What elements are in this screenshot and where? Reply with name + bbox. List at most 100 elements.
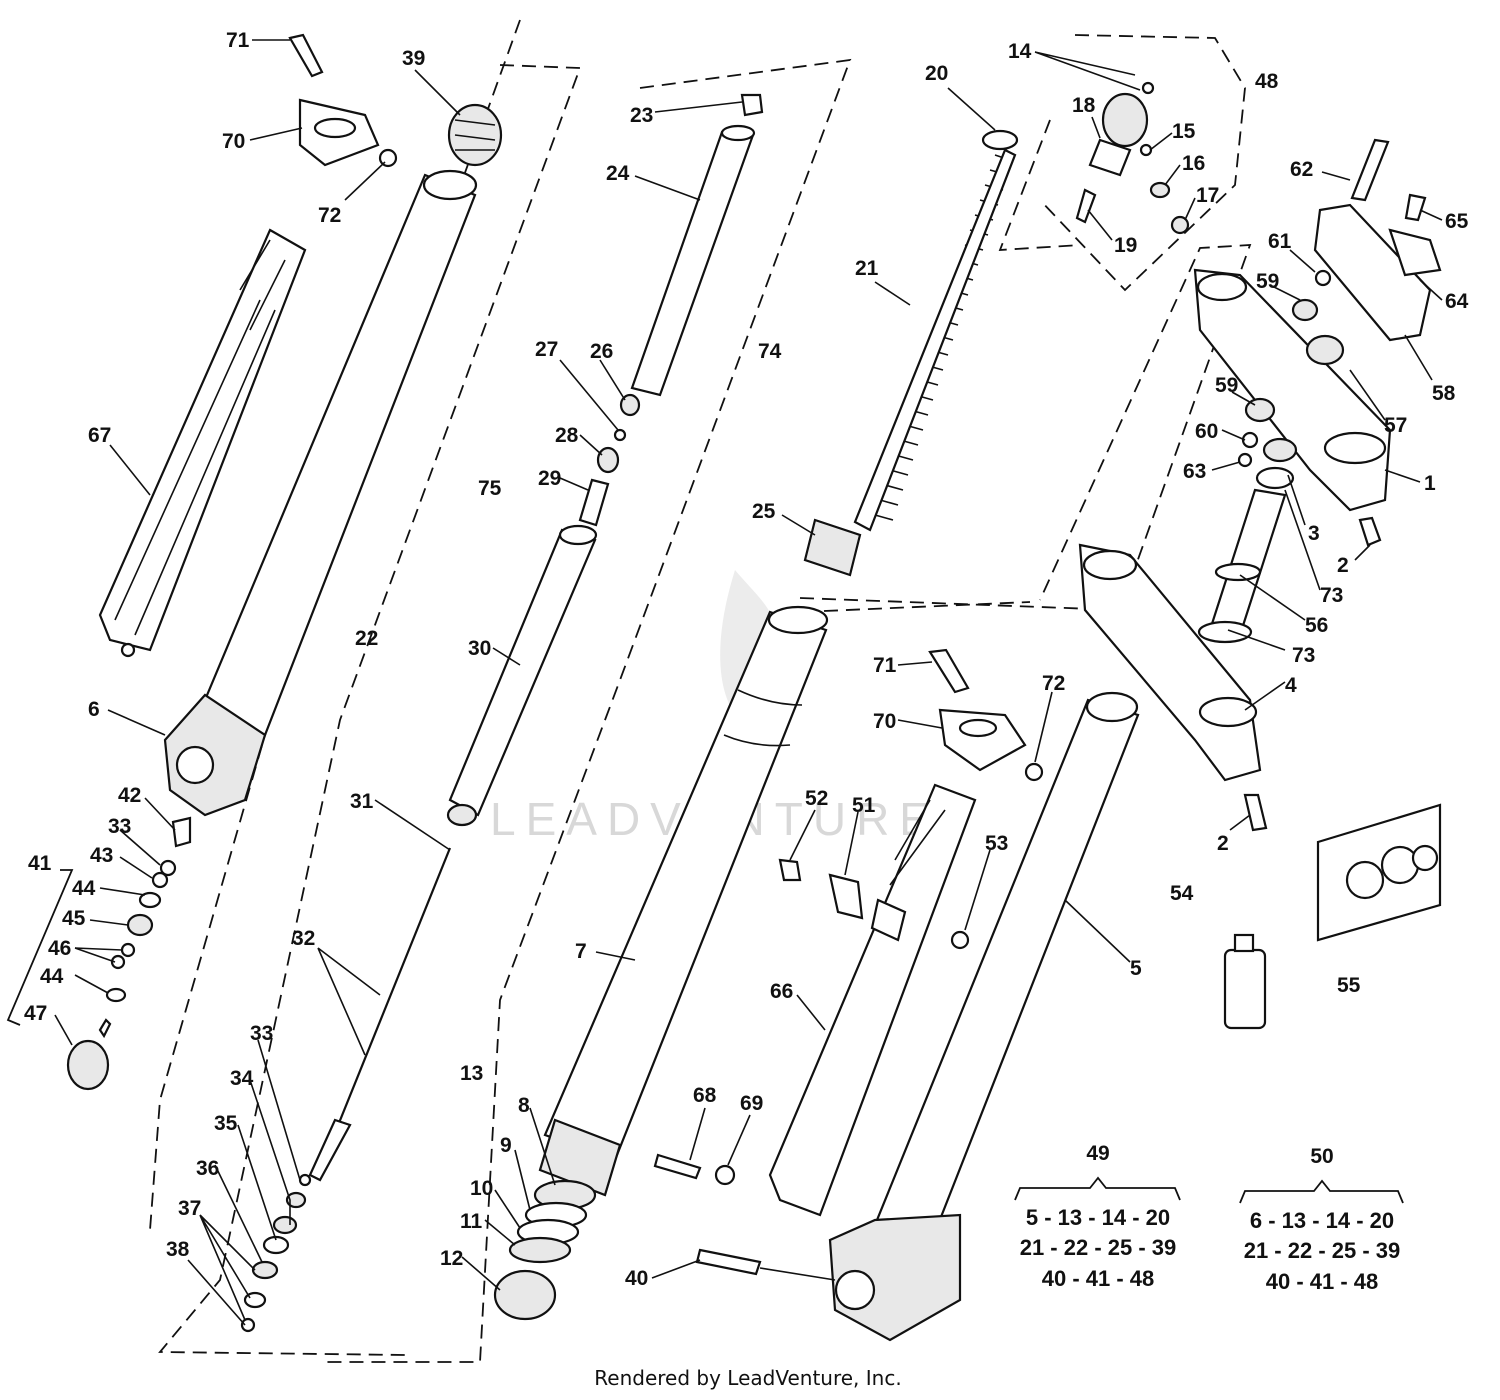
callout-72: 72: [318, 204, 341, 227]
callout-67: 67: [88, 424, 111, 447]
callout-66: 66: [770, 980, 793, 1003]
left-cap-39: [447, 103, 503, 167]
callout-18: 18: [1072, 94, 1096, 117]
callout-32: 32: [292, 927, 315, 950]
callout-47: 47: [24, 1002, 47, 1025]
callout-4: 4: [1285, 674, 1297, 697]
callout-13: 13: [460, 1062, 483, 1085]
callout-75: 75: [478, 477, 502, 500]
callout-40: 40: [625, 1267, 648, 1290]
right-fork-guard: [768, 783, 977, 1217]
callout-72b: 72: [1042, 672, 1065, 695]
callout-37: 37: [178, 1197, 201, 1220]
right-lower-leg: [828, 691, 1140, 1342]
callout-44: 44: [72, 877, 96, 900]
callout-labels: 71 70 72 39 67 6 42 33 43 44 45 46 44 47…: [24, 29, 1469, 1290]
decal-sheet: [1316, 803, 1442, 942]
callout-56: 56: [1305, 614, 1328, 637]
fork-spring: [803, 129, 1019, 577]
callout-9: 9: [500, 1134, 512, 1157]
kit-49: 49 5 - 13 - 14 - 20 21 - 22 - 25 - 39 40…: [1014, 1142, 1181, 1291]
callout-73: 73: [1320, 584, 1343, 607]
callout-1: 1: [1424, 472, 1436, 495]
fork-cap-assembly: [1075, 81, 1190, 235]
callout-60: 60: [1195, 420, 1218, 443]
callout-73b: 73: [1292, 644, 1315, 667]
callout-59: 59: [1256, 270, 1279, 293]
callout-8: 8: [518, 1094, 530, 1117]
callout-29: 29: [538, 467, 561, 490]
callout-21: 21: [855, 257, 879, 280]
callout-42: 42: [118, 784, 141, 807]
callout-55: 55: [1337, 974, 1361, 997]
callout-74: 74: [758, 340, 782, 363]
callout-54: 54: [1170, 882, 1194, 905]
kit-49-line-2: 21 - 22 - 25 - 39: [1020, 1235, 1177, 1260]
callout-61: 61: [1268, 230, 1292, 253]
callout-27: 27: [535, 338, 558, 361]
callout-39: 39: [402, 47, 425, 70]
kit-50-number: 50: [1310, 1145, 1333, 1168]
callout-2: 2: [1337, 554, 1349, 577]
callout-11: 11: [460, 1210, 483, 1233]
callout-70b: 70: [873, 710, 896, 733]
callout-5: 5: [1130, 957, 1142, 980]
left-adjuster-stack: [6, 816, 192, 1091]
callout-63: 63: [1183, 460, 1206, 483]
callout-34: 34: [230, 1067, 254, 1090]
callout-53: 53: [985, 832, 1008, 855]
right-axle-clamp: [928, 648, 1044, 782]
steering-stem: [1197, 397, 1382, 644]
callout-3: 3: [1308, 522, 1320, 545]
callout-25: 25: [752, 500, 776, 523]
callout-45: 45: [62, 907, 86, 930]
callout-16: 16: [1182, 152, 1205, 175]
callout-6: 6: [88, 698, 100, 721]
callout-35: 35: [214, 1112, 238, 1135]
callout-36: 36: [196, 1157, 219, 1180]
callout-52: 52: [805, 787, 828, 810]
callout-15: 15: [1172, 120, 1196, 143]
kit-49-line-1: 5 - 13 - 14 - 20: [1026, 1205, 1170, 1230]
callout-57: 57: [1384, 414, 1407, 437]
callout-58: 58: [1432, 382, 1456, 405]
callout-70: 70: [222, 130, 245, 153]
callout-51: 51: [852, 794, 876, 817]
callout-46: 46: [48, 937, 71, 960]
kit-50-line-3: 40 - 41 - 48: [1266, 1269, 1379, 1294]
callout-23: 23: [630, 104, 653, 127]
fork-oil-bottle: [1223, 933, 1267, 1030]
callout-64: 64: [1445, 290, 1469, 313]
callout-31: 31: [350, 790, 374, 813]
upper-triple-clamp: [1193, 268, 1392, 512]
callout-28: 28: [555, 424, 579, 447]
kit-50: 50 6 - 13 - 14 - 20 21 - 22 - 25 - 39 40…: [1239, 1145, 1404, 1294]
render-credit: Rendered by LeadVenture, Inc.: [594, 1366, 901, 1390]
callout-33b: 33: [250, 1022, 273, 1045]
callout-14: 14: [1008, 40, 1032, 63]
callout-69: 69: [740, 1092, 763, 1115]
callout-12: 12: [440, 1247, 463, 1270]
left-fork-guard: [98, 228, 307, 658]
callout-62: 62: [1290, 158, 1313, 181]
callout-33: 33: [108, 815, 131, 838]
bolts-68-69-40: [653, 1153, 762, 1276]
callout-2b: 2: [1217, 832, 1229, 855]
kit-49-line-3: 40 - 41 - 48: [1042, 1266, 1155, 1291]
callout-43: 43: [90, 844, 113, 867]
inner-tube-7: [538, 605, 829, 1197]
callout-24: 24: [606, 162, 630, 185]
callout-26: 26: [590, 340, 613, 363]
callout-38: 38: [166, 1238, 190, 1261]
callout-59b: 59: [1215, 374, 1238, 397]
callout-19: 19: [1114, 234, 1137, 257]
kit-49-number: 49: [1086, 1142, 1109, 1165]
lower-triple-clamp: [1078, 543, 1268, 832]
callout-7: 7: [575, 940, 587, 963]
callout-48: 48: [1255, 70, 1279, 93]
damper-rod: [240, 847, 452, 1333]
leader-lines: [54, 39, 1443, 1326]
callout-44b: 44: [40, 965, 64, 988]
callout-20: 20: [925, 62, 948, 85]
